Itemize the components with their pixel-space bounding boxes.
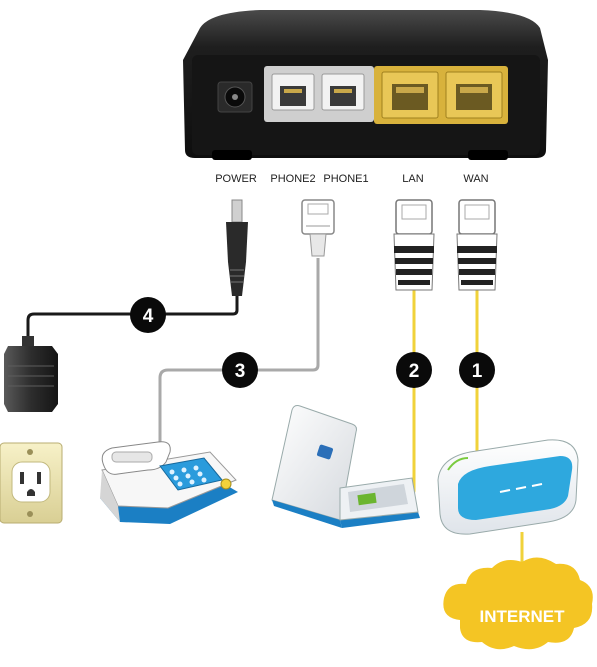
internet-label: INTERNET [480,607,566,626]
power-adapter [4,336,58,412]
telephone [100,441,238,524]
wan-port[interactable] [445,71,503,119]
lan-port[interactable] [381,71,439,119]
power-port-label: POWER [215,173,257,185]
step-3-number: 3 [235,361,246,382]
power-jack[interactable] [217,81,253,113]
wan-plug [456,199,498,291]
lan-ethernet-cable [378,290,416,496]
power-plug [226,199,248,296]
lan-port-label: LAN [402,173,423,185]
step-3-badge: 3 [222,352,258,388]
lan-plug [393,199,435,291]
wall-outlet [0,442,63,524]
step-1-badge: 1 [459,352,495,388]
phone1-port[interactable] [321,73,365,111]
phone2-port-label: PHONE2 [270,173,315,185]
ethernet-ports-panel [374,66,508,124]
telephone-keypad [159,457,223,491]
voip-adapter-device [183,10,548,160]
step-2-number: 2 [409,361,420,382]
internet-cloud: INTERNET [443,557,593,650]
phone2-port[interactable] [271,73,315,111]
phone-ports-panel [264,66,374,122]
step-2-badge: 2 [396,352,432,388]
broadband-modem [437,439,579,535]
phone1-port-label: PHONE1 [323,173,368,185]
phone-plug [301,199,335,257]
step-4-badge: 4 [130,297,166,333]
wan-port-label: WAN [463,173,488,185]
laptop [271,405,420,528]
step-1-number: 1 [472,361,483,382]
step-4-number: 4 [143,306,154,327]
